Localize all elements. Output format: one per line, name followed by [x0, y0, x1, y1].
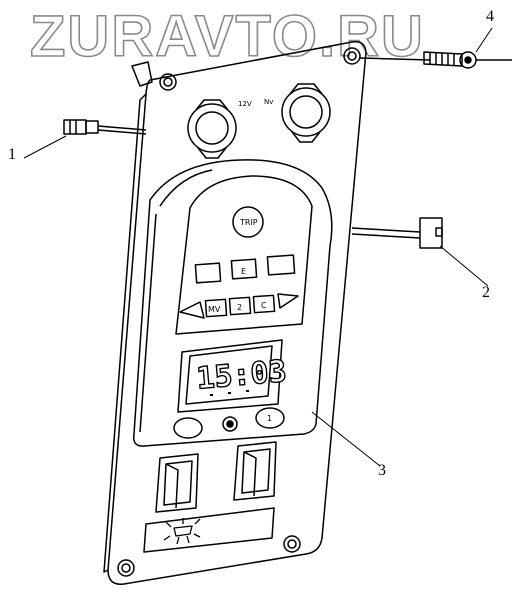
- leader-line-4: [475, 27, 493, 53]
- arrow-left-button: [179, 301, 205, 319]
- panel-plate: [107, 40, 367, 585]
- key-2: [228, 296, 252, 316]
- leader-line-2: [439, 245, 489, 287]
- key-mv-label: MV: [208, 305, 221, 314]
- key-c: [252, 294, 276, 314]
- panel-edge: [103, 93, 147, 573]
- trip-button-label: TRIP: [239, 218, 258, 227]
- lamp-indicator-plate: [143, 507, 275, 553]
- left-oval-button: [173, 417, 203, 439]
- clock-indicator-dots: [210, 390, 249, 396]
- rocker-switch-right: [233, 441, 277, 501]
- callout-1: 1: [8, 146, 16, 163]
- center-knob: [222, 416, 238, 432]
- center-key-label: E: [241, 267, 246, 276]
- rocker-switch-left: [155, 453, 199, 513]
- connector-1: [63, 119, 147, 135]
- clock-screen: [185, 345, 273, 405]
- key-center: [230, 258, 258, 280]
- key-c-label: C: [261, 301, 267, 310]
- socket-label-right: Nv: [264, 98, 273, 106]
- trip-button: [232, 206, 264, 238]
- socket-right: [281, 83, 331, 143]
- arrow-right-button: [277, 293, 299, 309]
- panel-top-clip: [131, 61, 153, 87]
- watermark-text: ZURAVTO.RU: [30, 4, 425, 64]
- key-mv: [204, 298, 228, 318]
- right-oval-button: [255, 407, 285, 429]
- callout-3: 3: [378, 462, 386, 479]
- corner-screw-bottom-right: [283, 535, 301, 553]
- socket-12v-left: [187, 99, 237, 159]
- socket-label-left: 12V: [238, 100, 252, 108]
- lamp-icon: [163, 518, 201, 545]
- callout-2: 2: [482, 284, 490, 301]
- key-left: [194, 262, 222, 284]
- leader-line-1: [23, 135, 67, 159]
- key-right: [266, 254, 296, 276]
- leader-line-3: [311, 411, 381, 467]
- watermark-logo: ZURAVTO.RU: [30, 4, 425, 64]
- connector-2: [351, 217, 443, 249]
- instrument-housing: [132, 159, 333, 447]
- instrument-bezel: [175, 175, 313, 335]
- clock-frame: [177, 339, 283, 413]
- bolt-4: [359, 51, 512, 69]
- corner-screw-top-left: [159, 73, 177, 91]
- clock-readout: 15:03: [195, 354, 288, 397]
- key-2-label: 2: [237, 303, 242, 312]
- callout-4: 4: [486, 8, 494, 25]
- housing-rail: [139, 169, 213, 433]
- corner-screw-bottom-left: [117, 559, 135, 577]
- corner-screw-top-right: [343, 47, 361, 65]
- right-oval-label: 1: [267, 414, 272, 423]
